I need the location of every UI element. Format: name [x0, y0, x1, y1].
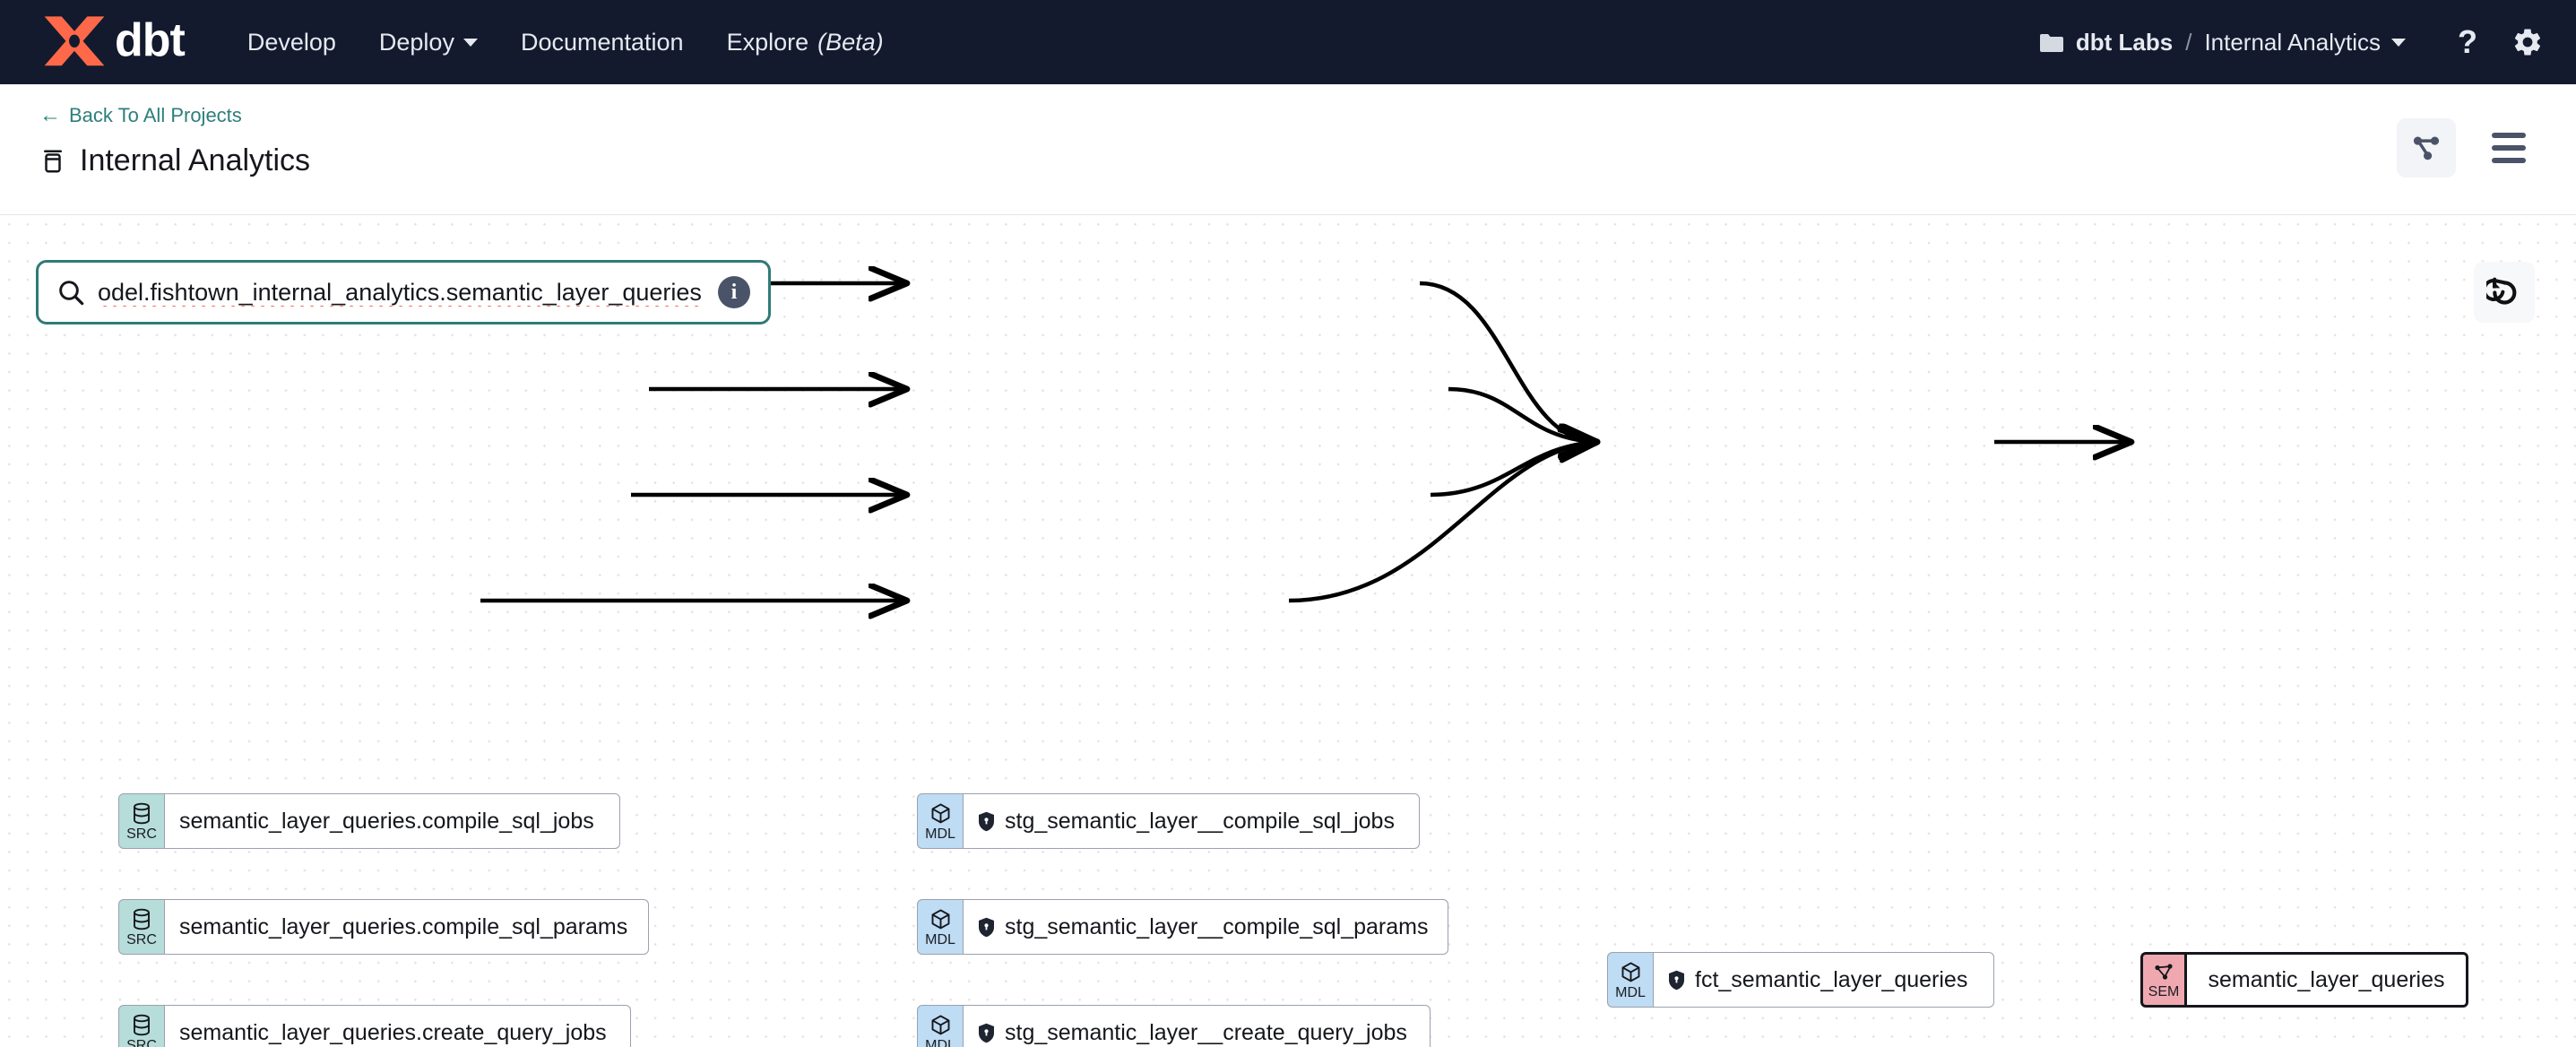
back-to-all-projects-link[interactable]: ← Back To All Projects: [39, 104, 242, 127]
node-body: semantic_layer_queries.compile_sql_jobs: [165, 793, 620, 849]
graph-node-src-compile-sql-params[interactable]: SRC semantic_layer_queries.compile_sql_p…: [118, 899, 649, 955]
nav-link-explore-label: Explore: [726, 28, 809, 56]
node-type-label: MDL: [925, 932, 955, 947]
node-type-badge-src: SRC: [118, 1005, 165, 1047]
node-type-label: SRC: [126, 826, 157, 842]
node-type-badge-src: SRC: [118, 793, 165, 849]
graph-node-mdl-stg-compile-sql-jobs[interactable]: MDL stg_semantic_layer__compile_sql_jobs: [917, 793, 1420, 849]
cube-icon: [931, 1015, 949, 1035]
node-type-badge-mdl: MDL: [1607, 952, 1654, 1008]
nav-link-documentation-label: Documentation: [520, 28, 684, 56]
database-icon: [44, 150, 62, 172]
page-subheader: ← Back To All Projects Internal Analytic…: [0, 84, 2576, 215]
node-type-label: SRC: [126, 932, 157, 947]
page-title: Internal Analytics: [80, 143, 311, 177]
shield-icon: [979, 1023, 994, 1043]
hamburger-icon: [2492, 133, 2526, 163]
dbt-logo[interactable]: dbt: [39, 14, 186, 70]
shield-icon: [979, 917, 994, 937]
lineage-graph-canvas[interactable]: odel.fishtown_internal_analytics.semanti…: [0, 215, 2576, 1047]
node-body: semantic_layer_queries: [2187, 952, 2468, 1008]
nav-link-documentation[interactable]: Documentation: [521, 29, 684, 56]
breadcrumb-separator: /: [2185, 28, 2192, 56]
gear-icon[interactable]: [2511, 26, 2544, 58]
dbt-logo-text: dbt: [115, 14, 186, 66]
header-tool-buttons: [2397, 118, 2538, 177]
back-link-label: Back To All Projects: [69, 104, 242, 126]
node-type-badge-sem: SEM: [2140, 952, 2187, 1008]
graph-node-mdl-stg-create-query-jobs[interactable]: MDL stg_semantic_layer__create_query_job…: [917, 1005, 1431, 1047]
share-graph-icon: [2413, 136, 2440, 160]
node-type-label: MDL: [925, 1038, 955, 1047]
node-body: stg_semantic_layer__compile_sql_params: [964, 899, 1448, 955]
node-body: semantic_layer_queries.compile_sql_param…: [165, 899, 649, 955]
database-cylinder-icon: [134, 802, 150, 825]
nav-link-develop[interactable]: Develop: [247, 29, 336, 56]
help-icon[interactable]: ?: [2458, 23, 2477, 60]
node-label: semantic_layer_queries: [2208, 966, 2445, 992]
node-body: fct_semantic_layer_queries: [1654, 952, 1994, 1008]
graph-node-src-create-query-jobs[interactable]: SRC semantic_layer_queries.create_query_…: [118, 1005, 631, 1047]
node-type-badge-mdl: MDL: [917, 1005, 964, 1047]
node-label: semantic_layer_queries.compile_sql_param…: [179, 913, 628, 939]
database-cylinder-icon: [134, 1014, 150, 1036]
node-label: semantic_layer_queries.create_query_jobs: [179, 1019, 607, 1045]
search-icon: [59, 281, 84, 306]
cube-icon: [1621, 962, 1639, 982]
project-name-label: Internal Analytics: [2204, 28, 2381, 56]
database-cylinder-icon: [134, 908, 150, 930]
node-label: stg_semantic_layer__compile_sql_jobs: [1005, 808, 1395, 834]
nav-link-explore[interactable]: Explore (Beta): [727, 29, 884, 56]
search-input[interactable]: odel.fishtown_internal_analytics.semanti…: [98, 278, 702, 306]
node-type-badge-mdl: MDL: [917, 793, 964, 849]
top-navigation-bar: dbt Develop Deploy Documentation Explore…: [0, 0, 2576, 84]
nav-link-develop-label: Develop: [246, 28, 336, 56]
node-label: fct_semantic_layer_queries: [1695, 966, 1968, 992]
left-arrow-icon: ←: [39, 103, 61, 127]
org-breadcrumb[interactable]: dbt Labs: [2039, 29, 2173, 56]
node-search-box[interactable]: odel.fishtown_internal_analytics.semanti…: [36, 260, 771, 324]
cube-icon: [931, 803, 949, 824]
chevron-down-icon: [462, 38, 478, 47]
info-icon[interactable]: i: [718, 276, 750, 308]
graph-node-mdl-fct-semantic-layer-queries[interactable]: MDL fct_semantic_layer_queries: [1607, 952, 1994, 1008]
graph-edges: [480, 215, 2576, 1047]
project-selector[interactable]: Internal Analytics: [2204, 29, 2406, 56]
node-body: stg_semantic_layer__create_query_jobs: [964, 1005, 1431, 1047]
graph-node-mdl-stg-compile-sql-params[interactable]: MDL stg_semantic_layer__compile_sql_para…: [917, 899, 1448, 955]
node-label: stg_semantic_layer__compile_sql_params: [1005, 913, 1429, 939]
folder-icon: [2039, 33, 2063, 52]
nav-link-deploy-label: Deploy: [378, 28, 454, 56]
node-type-label: MDL: [1615, 985, 1646, 1000]
nav-link-deploy[interactable]: Deploy: [379, 29, 478, 56]
shield-icon: [1669, 970, 1684, 990]
lineage-graph-view-button[interactable]: [2397, 118, 2456, 177]
node-type-label: MDL: [925, 826, 955, 842]
org-name-label: dbt Labs: [2075, 28, 2174, 56]
node-type-badge-mdl: MDL: [917, 899, 964, 955]
nav-right-cluster: dbt Labs / Internal Analytics ?: [2039, 0, 2544, 84]
chevron-down-icon: [2391, 38, 2406, 47]
reset-icon: [2486, 277, 2517, 305]
shield-icon: [979, 811, 994, 831]
node-type-label: SEM: [2148, 984, 2180, 999]
graph-node-src-compile-sql-jobs[interactable]: SRC semantic_layer_queries.compile_sql_j…: [118, 793, 620, 849]
cube-icon: [931, 909, 949, 930]
node-label: stg_semantic_layer__create_query_jobs: [1005, 1019, 1407, 1045]
reset-view-button[interactable]: [2474, 262, 2535, 323]
node-label: semantic_layer_queries.compile_sql_jobs: [179, 808, 594, 834]
node-body: stg_semantic_layer__compile_sql_jobs: [964, 793, 1420, 849]
node-type-label: SRC: [126, 1038, 157, 1047]
node-body: semantic_layer_queries.create_query_jobs: [165, 1005, 631, 1047]
graph-node-sem-semantic-layer-queries[interactable]: SEM semantic_layer_queries: [2140, 952, 2468, 1008]
page-title-row: Internal Analytics: [39, 143, 2537, 178]
node-type-badge-src: SRC: [118, 899, 165, 955]
nav-link-explore-beta-tag: (Beta): [817, 28, 884, 56]
menu-button[interactable]: [2479, 118, 2538, 177]
dbt-logo-icon: [44, 16, 105, 66]
semantic-graph-icon: [2154, 964, 2173, 980]
